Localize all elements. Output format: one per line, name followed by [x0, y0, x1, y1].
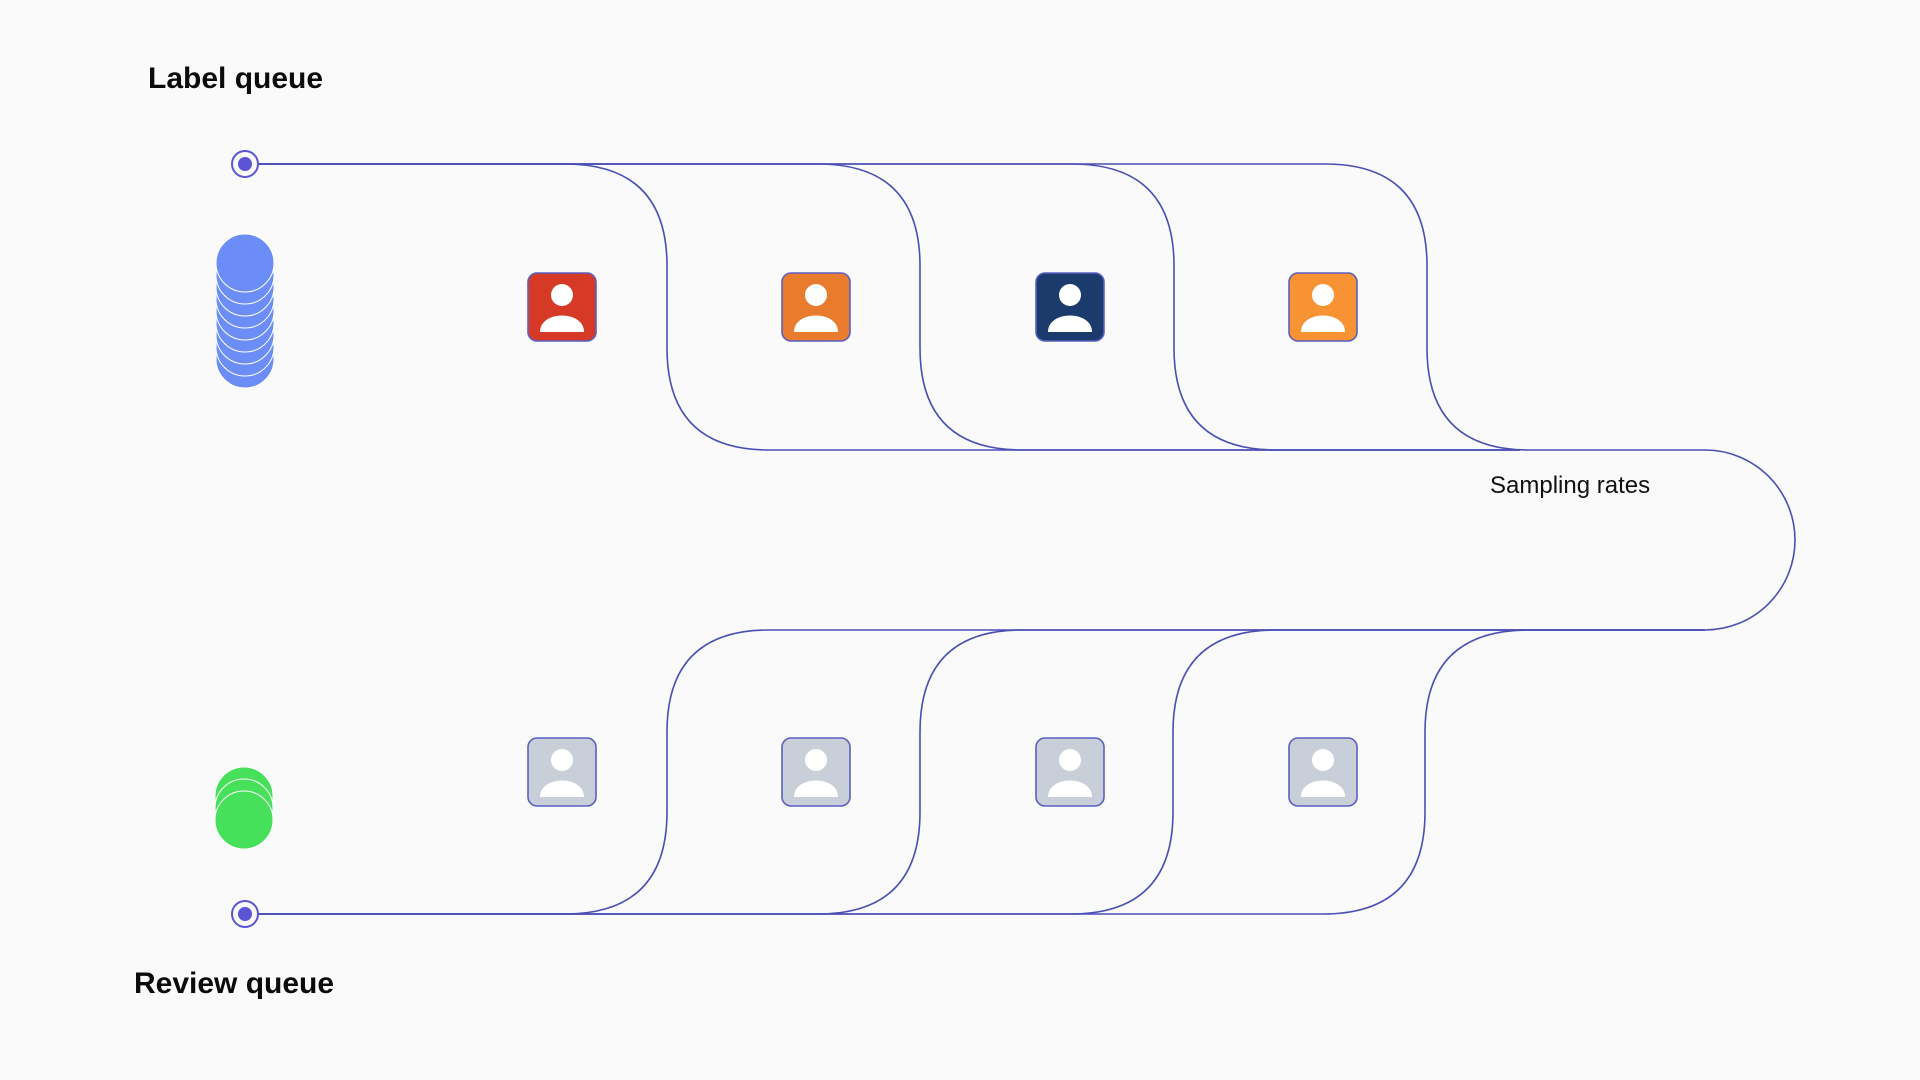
reviewer-icons [527, 737, 1358, 807]
sampling-loop-path [1704, 449, 1796, 631]
review-branch-path-3 [245, 629, 1705, 915]
label-branch-path-4 [245, 163, 1705, 451]
labeler-avatar-3[interactable] [1035, 272, 1105, 342]
label-branch-path-1 [245, 163, 1520, 451]
label-queue-title: Label queue [148, 62, 324, 95]
reviewer-avatar-3[interactable] [1035, 737, 1105, 807]
completed-stack [214, 766, 274, 850]
label-branch-path-2 [245, 163, 1520, 451]
labeler-avatar-2[interactable] [781, 272, 851, 342]
review-branch-path-2 [245, 629, 1705, 915]
label-branch-path-3 [245, 163, 1520, 451]
sampling-rates-label: Sampling rates [1490, 472, 1651, 499]
label-queue-node[interactable] [231, 150, 259, 178]
reviewer-avatar-2[interactable] [781, 737, 851, 807]
task-stack [215, 233, 275, 389]
review-branch-path-4 [245, 629, 1705, 915]
labeler-avatar-4[interactable] [1288, 272, 1358, 342]
reviewer-avatar-1[interactable] [527, 737, 597, 807]
task-item [215, 233, 275, 293]
labeler-avatar-1[interactable] [527, 272, 597, 342]
review-queue-title: Review queue [134, 967, 335, 1000]
flow-paths [245, 163, 1796, 915]
queue-nodes [231, 150, 259, 928]
review-queue-node[interactable] [231, 900, 259, 928]
completed-item [214, 790, 274, 850]
reviewer-avatar-4[interactable] [1288, 737, 1358, 807]
labeler-icons [527, 272, 1358, 342]
review-branch-path-1 [245, 629, 1705, 915]
